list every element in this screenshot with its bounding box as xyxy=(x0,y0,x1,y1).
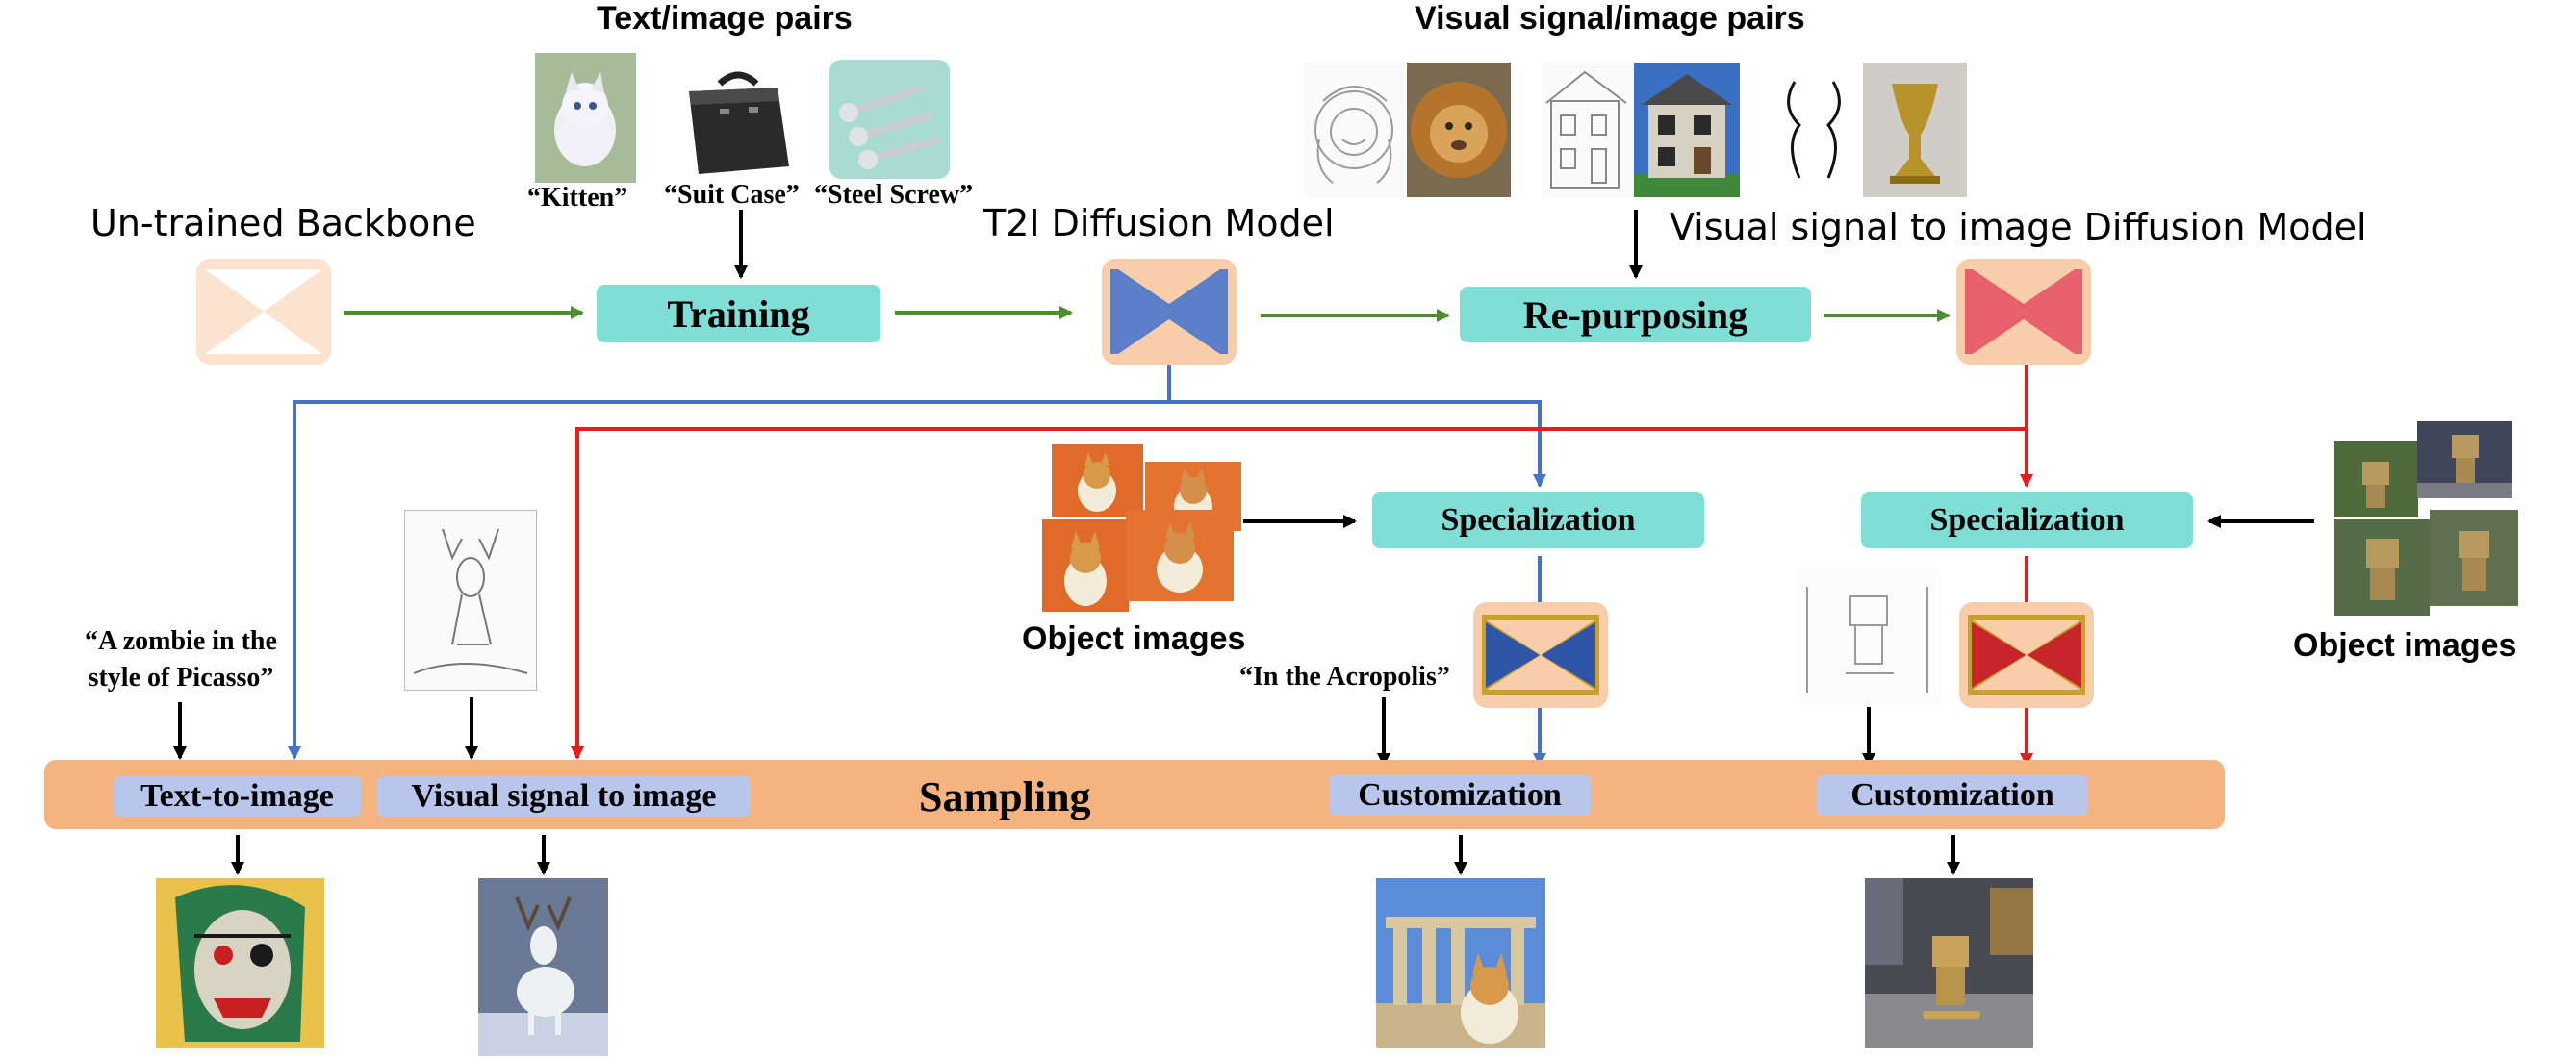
visual-signal-model-icon xyxy=(1956,259,2091,365)
house-sketch-image xyxy=(1542,63,1633,197)
prompt-zombie-line2: style of Picasso” xyxy=(88,662,274,693)
label-untrained-backbone: Un-trained Backbone xyxy=(90,202,476,244)
specialization-box-left: Specialization xyxy=(1372,492,1704,548)
specialization-box-right: Specialization xyxy=(1861,492,2193,548)
prompt-acropolis: “In the Acropolis” xyxy=(1239,662,1450,692)
prompt-zombie: “A zombie in the style of Picasso” xyxy=(56,623,306,696)
blue-path-to-specialization xyxy=(1169,400,1546,488)
suitcase-image xyxy=(681,63,795,183)
task-text-to-image: Text-to-image xyxy=(114,776,361,817)
caption-steel-screw: “Steel Screw” xyxy=(814,180,974,210)
robot-object-image-1 xyxy=(2334,441,2418,517)
sampling-label: Sampling xyxy=(919,773,1091,820)
training-box: Training xyxy=(597,285,880,342)
output-zombie-picasso-image xyxy=(156,878,324,1048)
output-white-deer-image xyxy=(478,878,608,1056)
prompt-zombie-line1: “A zombie in the xyxy=(85,626,277,656)
label-visual-signal-model: Visual signal to image Diffusion Model xyxy=(1670,206,2367,248)
robot-object-image-3 xyxy=(2334,519,2430,616)
blue-path-to-text-to-image xyxy=(288,364,1171,760)
corgi-object-image-1 xyxy=(1052,444,1143,517)
header-visual-signal-image-pairs: Visual signal/image pairs xyxy=(1415,0,1805,37)
house-photo-image xyxy=(1634,63,1740,197)
task-customization-1: Customization xyxy=(1329,775,1591,816)
kitten-image xyxy=(535,53,636,183)
specialized-t2i-model-icon xyxy=(1473,602,1608,708)
header-text-image-pairs: Text/image pairs xyxy=(597,0,853,37)
robot-object-image-4 xyxy=(2430,510,2518,606)
robot-object-image-2 xyxy=(2417,421,2512,498)
output-robot-skateboard-image xyxy=(1865,878,2033,1048)
task-visual-signal-to-image: Visual signal to image xyxy=(377,776,751,817)
task-customization-2: Customization xyxy=(1817,775,2088,816)
label-object-images-left: Object images xyxy=(1022,620,1246,657)
label-object-images-right: Object images xyxy=(2293,627,2517,664)
untrained-backbone-icon xyxy=(196,259,331,365)
lion-photo-image xyxy=(1407,63,1511,197)
repurposing-box: Re-purposing xyxy=(1460,287,1811,342)
steel-screw-image xyxy=(829,60,950,179)
label-t2i-diffusion-model: T2I Diffusion Model xyxy=(983,202,1335,244)
output-corgi-acropolis-image xyxy=(1376,878,1545,1048)
specialized-visual-model-icon xyxy=(1959,602,2094,708)
vase-outline-image xyxy=(1766,63,1862,197)
lion-sketch-image xyxy=(1304,63,1405,197)
corgi-object-image-4 xyxy=(1126,510,1234,601)
caption-kitten: “Kitten” xyxy=(527,183,628,213)
corgi-object-image-3 xyxy=(1042,519,1129,612)
red-path-to-visual-signal xyxy=(571,364,2028,760)
robot-sketch-image xyxy=(1798,568,1942,704)
vase-photo-image xyxy=(1863,63,1967,197)
caption-suit-case: “Suit Case” xyxy=(664,180,800,210)
deer-sketch-image xyxy=(404,510,537,691)
t2i-diffusion-model-icon xyxy=(1102,259,1237,365)
